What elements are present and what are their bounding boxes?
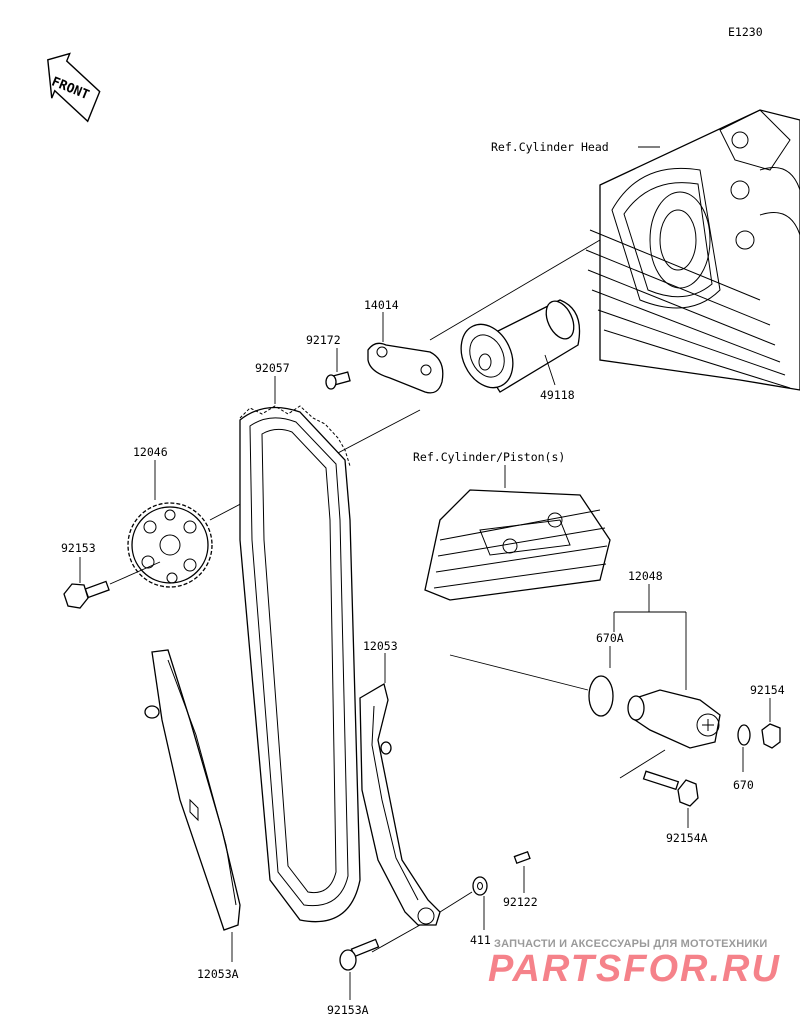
ref-cylinder-head: Ref.Cylinder Head	[491, 140, 609, 154]
cam-chain: 92057	[239, 361, 361, 923]
washer-411: 411	[439, 876, 491, 947]
bolt-92153A: 92153A	[327, 924, 421, 1017]
label-92153: 92153	[61, 541, 96, 555]
label-411: 411	[470, 933, 491, 947]
plate-14014: 14014	[364, 298, 444, 394]
label-670A: 670A	[596, 631, 624, 645]
label-12048: 12048	[628, 569, 663, 583]
label-92172: 92172	[306, 333, 341, 347]
label-12046: 12046	[133, 445, 168, 459]
label-12053: 12053	[363, 639, 398, 653]
label-49118: 49118	[540, 388, 575, 402]
camshaft: 49118	[460, 299, 581, 402]
label-670: 670	[733, 778, 754, 792]
cylinder-piston-illustration: Ref.Cylinder/Piston(s)	[413, 450, 611, 601]
label-92154: 92154	[750, 683, 785, 697]
watermark-brand: PARTSFOR.RU	[488, 948, 781, 990]
diagram-code: E1230	[728, 25, 763, 39]
label-92154A: 92154A	[666, 831, 708, 845]
chain-tensioner: 12048 670A 92154 670 92154A	[449, 569, 785, 845]
label-14014: 14014	[364, 298, 399, 312]
cylinder-head-illustration: Ref.Cylinder Head	[491, 109, 800, 391]
chain-guide-12053: 12053	[359, 639, 441, 926]
front-arrow-icon: FRONT	[47, 52, 101, 123]
cam-sprocket: 12046	[127, 445, 213, 588]
label-12053A: 12053A	[197, 967, 239, 981]
pin-92122: 92122	[503, 850, 538, 909]
label-92153A: 92153A	[327, 1003, 369, 1017]
label-92122: 92122	[503, 895, 538, 909]
bolt-92153: 92153	[61, 541, 161, 609]
label-92057: 92057	[255, 361, 290, 375]
watermark-tagline: ЗАПЧАСТИ И АКСЕССУАРЫ ДЛЯ МОТОТЕХНИКИ	[494, 938, 768, 950]
ref-cylinder-piston: Ref.Cylinder/Piston(s)	[413, 450, 565, 464]
bolt-92172: 92172	[306, 333, 351, 390]
chain-guide-12053A: 12053A	[144, 649, 241, 981]
